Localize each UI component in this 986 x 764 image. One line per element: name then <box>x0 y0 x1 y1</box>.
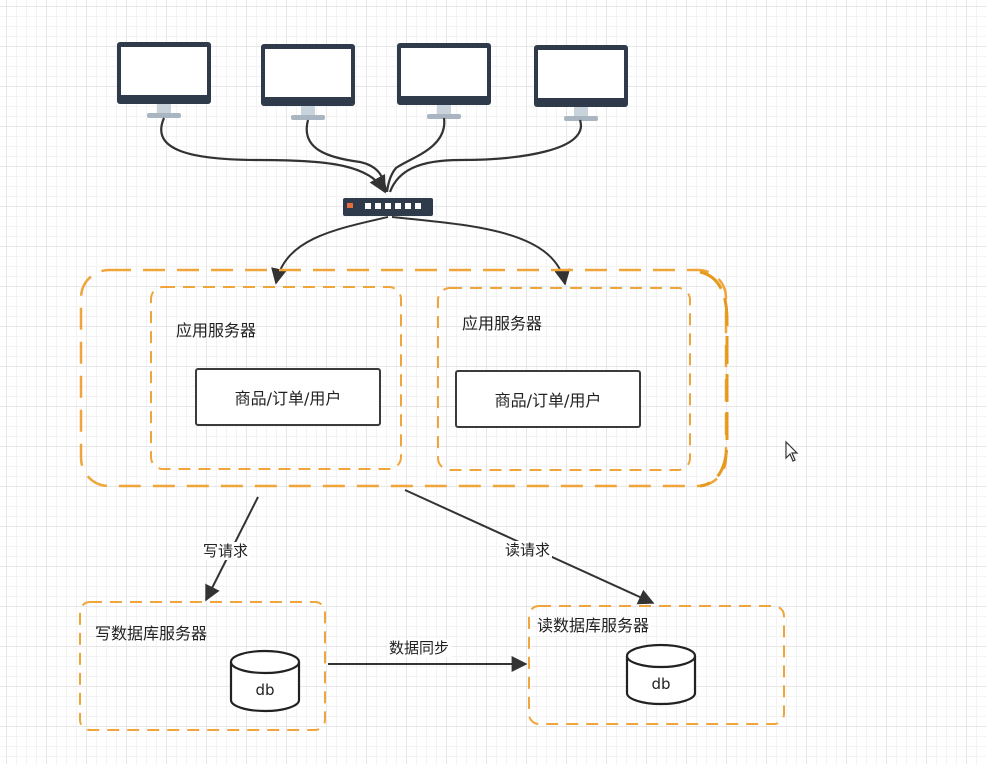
app-module-right-label: 商品/订单/用户 <box>494 391 602 410</box>
monitor-icon <box>534 45 628 121</box>
network-switch-icon <box>343 198 433 216</box>
app-server-right-box <box>437 287 691 471</box>
read-db-label: db <box>651 675 671 693</box>
switch-to-servers <box>271 216 571 286</box>
app-server-left-title: 应用服务器 <box>176 321 257 340</box>
monitor-icon <box>397 43 491 119</box>
monitor-icon <box>261 44 355 120</box>
write-request-label: 写请求 <box>201 542 251 560</box>
data-sync-label: 数据同步 <box>387 639 452 657</box>
app-module-right: 商品/订单/用户 <box>455 370 641 428</box>
app-server-right-title: 应用服务器 <box>462 314 543 333</box>
monitor-icon <box>117 42 211 118</box>
write-db-server-title: 写数据库服务器 <box>95 624 208 643</box>
network-cables <box>160 117 583 194</box>
request-arrows <box>205 489 655 672</box>
read-db-server-box <box>528 605 785 725</box>
database-icon <box>229 649 301 713</box>
cluster-right-edge <box>699 270 729 488</box>
app-server-left-box <box>150 286 402 470</box>
write-db-label: db <box>255 681 275 699</box>
app-server-cluster <box>79 268 728 488</box>
mouse-cursor-icon <box>785 440 799 462</box>
read-request-label: 读请求 <box>503 541 553 559</box>
app-module-left-label: 商品/订单/用户 <box>234 389 342 408</box>
app-module-left: 商品/订单/用户 <box>195 368 381 426</box>
database-icon <box>625 643 697 706</box>
read-db-server-title: 读数据库服务器 <box>537 616 650 635</box>
